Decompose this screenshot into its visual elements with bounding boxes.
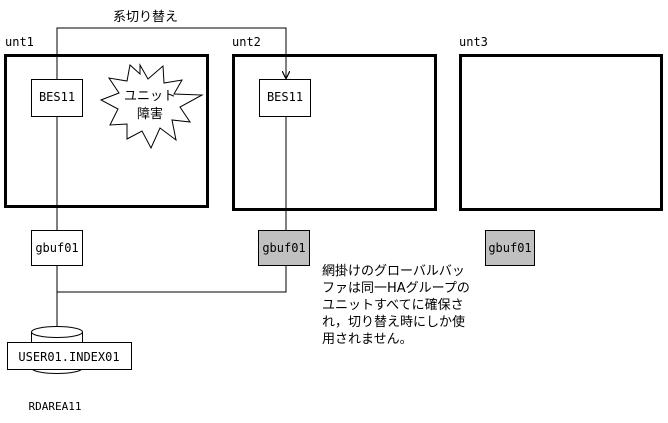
unit-label-unt1: unt1: [5, 35, 34, 49]
bes11-unt1-label: BES11: [39, 90, 75, 104]
bes11-unt2-label: BES11: [267, 90, 303, 104]
unit-failure-line1: ユニット: [124, 89, 176, 104]
bes11-unt1: BES11: [31, 79, 83, 117]
note-line-4: れ，切り替え時にしか使: [322, 314, 465, 330]
switchover-label: 系切り替え: [113, 10, 178, 25]
index-label: USER01.INDEX01: [18, 350, 119, 364]
gbuf01-unt3-shaded: gbuf01: [485, 230, 535, 266]
index-box: [7, 342, 132, 370]
note-line-1: 網掛けのグローバルバッ: [322, 264, 465, 279]
note-line-3: ユニットすべてに確保さ: [322, 297, 464, 313]
gbuf01-unt2-shaded: gbuf01: [258, 230, 310, 266]
explanatory-note: 網掛けのグローバルバッ ファは同一HAグループの ユニットすべてに確保さ れ，切…: [322, 264, 470, 347]
note-line-5: 用されません。: [322, 332, 413, 347]
gbuf01-unt2-label: gbuf01: [262, 241, 305, 255]
database-cylinder-top: [31, 326, 83, 338]
gbuf01-unt1: gbuf01: [31, 230, 83, 266]
note-line-2: ファは同一HAグループの: [322, 281, 470, 296]
unit-box-unt1: [4, 54, 209, 208]
unit-box-unt3: [459, 54, 663, 211]
gbuf01-unt1-label: gbuf01: [35, 241, 78, 255]
unit-failure-burst-shape: [99, 63, 204, 150]
gbuf01-unt3-label: gbuf01: [488, 241, 531, 255]
unit-failure-burst: ユニット 障害: [99, 63, 204, 150]
rdarea-label: RDAREA11: [29, 400, 82, 413]
unit-failure-line2: 障害: [137, 106, 163, 122]
unit-box-unt2: [232, 54, 437, 211]
line-gbuf01-unt2-to-shared-bus: [57, 266, 287, 293]
database-cylinder: USER01.INDEX01: [7, 326, 132, 374]
unit-label-unt2: unt2: [232, 35, 261, 49]
bes11-unt2: BES11: [259, 79, 311, 117]
unit-label-unt3: unt3: [459, 35, 488, 49]
